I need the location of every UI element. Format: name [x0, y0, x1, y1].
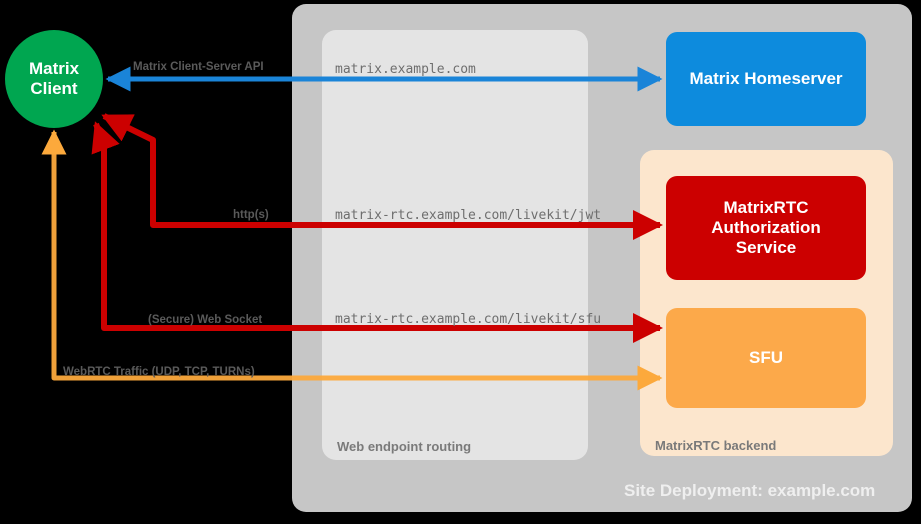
flow-label-https: http(s)	[233, 209, 269, 221]
flow-line-webrtc	[41, 129, 663, 391]
caption-matrixrtc-backend: MatrixRTC backend	[655, 438, 777, 453]
flow-label-client-server-api: Matrix Client-Server API	[133, 61, 264, 73]
node-matrix-homeserver-label: Matrix Homeserver	[689, 68, 843, 88]
flow-label-websocket: (Secure) Web Socket	[148, 314, 263, 326]
node-sfu[interactable]: SFU	[666, 308, 866, 408]
node-sfu-label: SFU	[749, 347, 783, 367]
caption-site-deployment: Site Deployment: example.com	[624, 481, 876, 500]
caption-web-endpoint-routing: Web endpoint routing	[337, 439, 472, 454]
endpoint-label-livekit-sfu: matrix-rtc.example.com/livekit/sfu	[335, 312, 602, 327]
node-matrix-homeserver[interactable]: Matrix Homeserver	[666, 32, 866, 126]
endpoint-label-matrix: matrix.example.com	[335, 62, 476, 77]
endpoint-label-livekit-jwt: matrix-rtc.example.com/livekit/jwt	[335, 208, 602, 223]
flow-label-webrtc: WebRTC Traffic (UDP, TCP, TURNs)	[63, 366, 255, 378]
